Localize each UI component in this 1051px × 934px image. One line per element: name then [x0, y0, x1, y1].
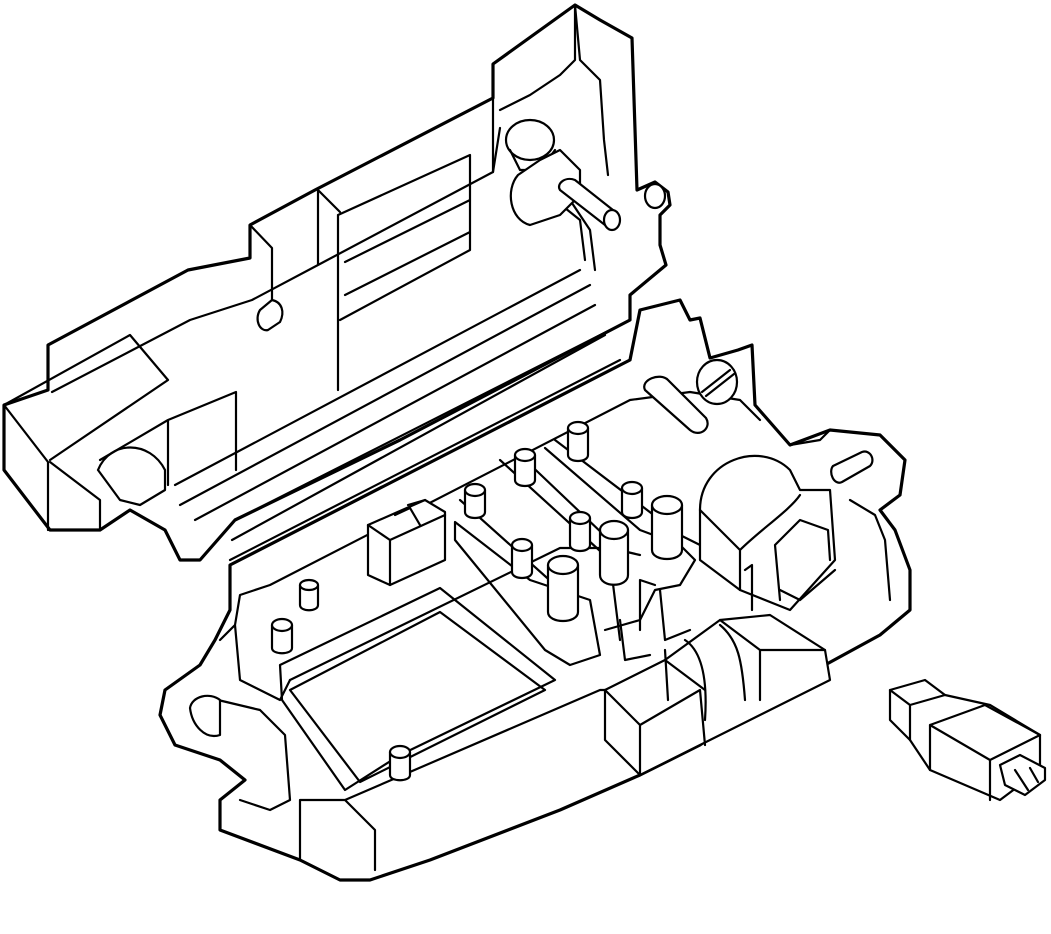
fuse-cylinder [513, 447, 537, 488]
relay-socket [366, 498, 447, 587]
fuse-box-housing [158, 298, 912, 882]
cover-inner-panel [336, 153, 472, 392]
fuse-cylinder [510, 537, 534, 580]
fuse-cylinder [388, 744, 412, 782]
connector [888, 678, 1047, 802]
fuse-cylinder [298, 578, 320, 612]
fuse-cylinder [568, 510, 592, 553]
cover-channel [173, 198, 607, 542]
fuse-cylinder-large [650, 494, 684, 561]
connector-terminals [998, 753, 1047, 797]
cover-hinge [504, 118, 667, 232]
fuse-cylinder [270, 617, 294, 655]
relay-housing [698, 454, 837, 612]
mount-slot-right [830, 450, 874, 484]
fuse-cylinder-large [546, 554, 580, 623]
screw-boss [643, 358, 739, 434]
housing-outline [158, 298, 912, 882]
fuses [270, 420, 684, 782]
fuse-cylinder [463, 482, 487, 520]
cover-end-block [2, 333, 238, 532]
mount-hole-left [188, 694, 222, 738]
fuse-box-cover [2, 3, 672, 562]
terminal-block [603, 578, 832, 777]
mount-tab-right [788, 428, 882, 447]
fuse-cylinder [620, 480, 644, 520]
housing-inner-rim [218, 390, 762, 702]
cover-round-boss [96, 446, 167, 507]
fuse-cylinder [566, 420, 590, 463]
fuse-cylinder-large [598, 519, 630, 586]
cover-pin [256, 298, 284, 332]
